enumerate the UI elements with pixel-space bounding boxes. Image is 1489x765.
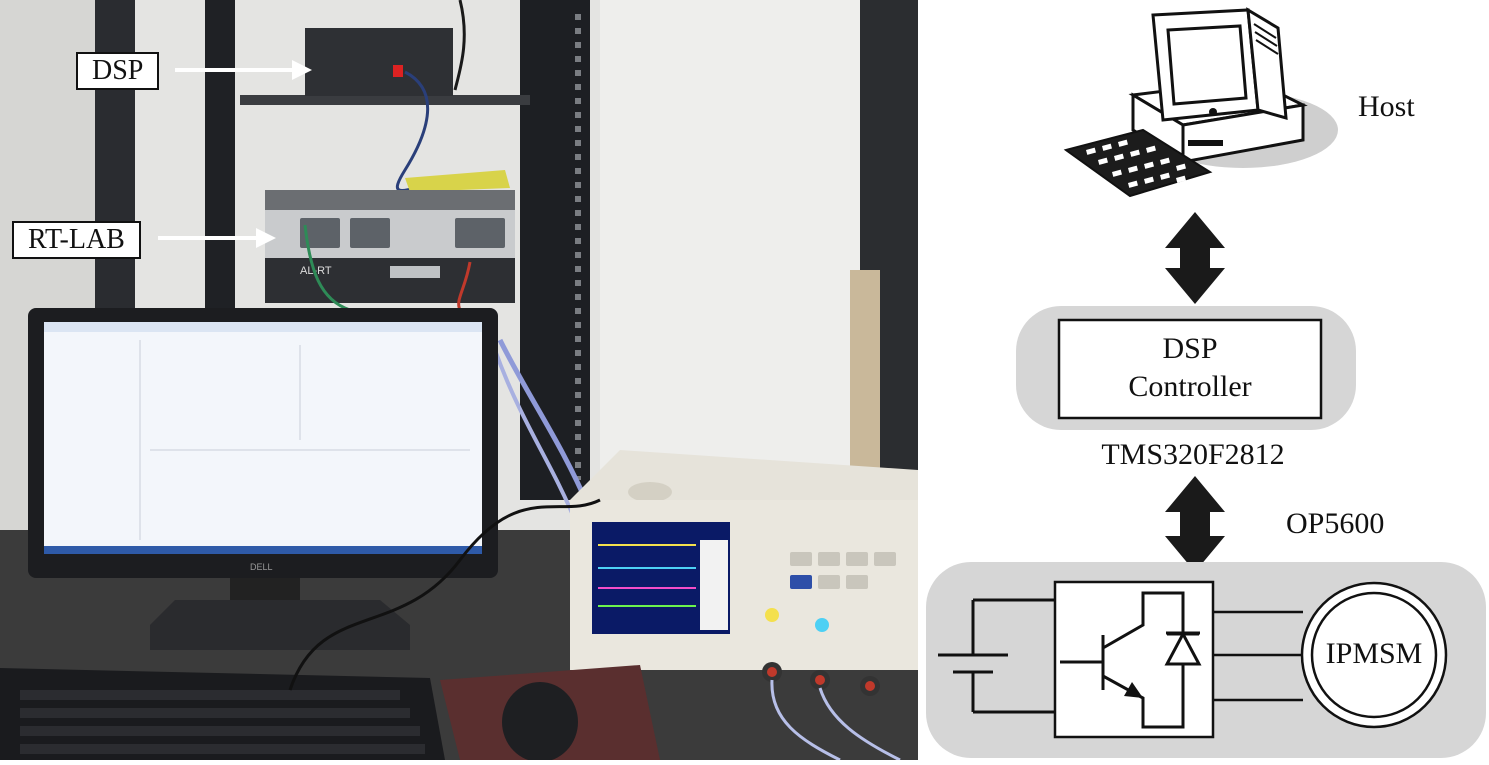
monitor-screen: [44, 322, 482, 554]
motor-label: IPMSM: [1325, 637, 1423, 670]
probe-cables: [497, 338, 593, 511]
double-arrow-dsp-op5600: [1165, 476, 1225, 572]
inverter-box: [1053, 580, 1215, 739]
yellow-paper: [405, 170, 510, 192]
dsp-controller-box: [1057, 318, 1323, 420]
callout-arrow-dsp: [175, 60, 312, 80]
host-computer-icon: [1063, 7, 1338, 198]
dsp-power-switch: [393, 65, 403, 77]
ch1-led: [765, 608, 779, 622]
ch2-led: [815, 618, 829, 632]
motor-inner-circle: [1310, 591, 1438, 719]
screen-taskbar: [44, 546, 482, 554]
rack-post-inner-left: [205, 0, 235, 310]
keyboard-keys: [20, 690, 425, 754]
dsp-box: [305, 28, 453, 96]
power-cable: [453, 0, 466, 91]
dsp-controller-label: DSP Controller: [1059, 330, 1321, 406]
rtlab-brand: AL-RT: [300, 265, 332, 277]
scope-traces: [598, 544, 696, 607]
host-label: Host: [1358, 90, 1415, 123]
op5600-label: OP5600: [1286, 507, 1385, 540]
rack-post-left: [95, 0, 135, 330]
green-cable: [303, 224, 351, 312]
rtlab-top: [265, 190, 515, 210]
red-cable: [457, 261, 472, 311]
monitor-stand: [150, 600, 410, 650]
block-diagram-graphics: [926, 7, 1486, 758]
lab-photo: AL-RT DELL: [0, 0, 918, 762]
callout-rtlab: RT-LAB: [12, 221, 141, 259]
block-diagram: Host DSP Controller TMS320F2812 OP5600 I…: [918, 0, 1489, 760]
callout-dsp: DSP: [76, 52, 160, 90]
callout-arrow-rtlab: [158, 228, 276, 248]
lab-photo-scene: AL-RT DELL: [0, 0, 918, 762]
wooden-board: [850, 270, 880, 470]
dc-source-symbol: [938, 598, 1055, 714]
rtlab-ports: [300, 218, 505, 248]
igbt-emitter-arrow: [1124, 682, 1143, 698]
rack-holes: [575, 10, 581, 480]
rack-shelf: [240, 95, 530, 105]
dsp-controller-line1: DSP: [1162, 332, 1218, 365]
dsp-chip-label: TMS320F2812: [1101, 438, 1285, 471]
mouse-cable: [288, 498, 601, 691]
monitor-brand: DELL: [250, 562, 273, 572]
three-phase-lines: [1213, 610, 1303, 702]
rtlab-drive-bay: [390, 266, 440, 278]
mouse: [502, 682, 578, 762]
double-arrow-host-dsp: [1165, 212, 1225, 304]
dsp-controller-line2: Controller: [1128, 370, 1252, 403]
rtlab-chassis: [265, 258, 515, 303]
scope-buttons: [790, 552, 896, 589]
